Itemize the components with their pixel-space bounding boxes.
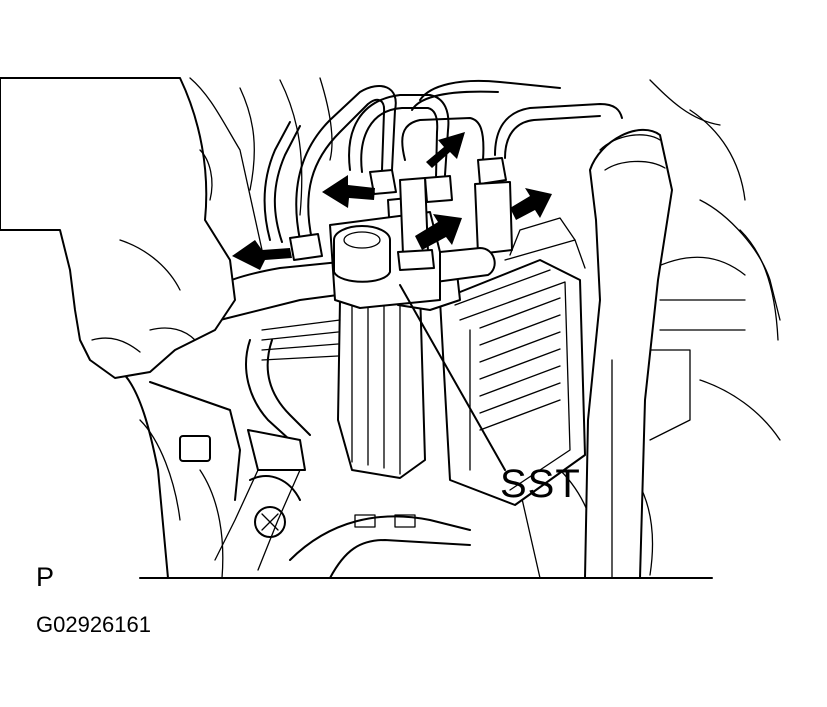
abs-actuator-block [439, 217, 586, 506]
wire-harness [214, 319, 341, 571]
brake-lines [263, 79, 623, 243]
sst-leader-line [399, 284, 506, 471]
view-code-label: P [36, 562, 55, 592]
transmission-housing [121, 371, 471, 579]
technician-hand [0, 77, 236, 379]
figure-id-label: G02926161 [36, 612, 151, 637]
arrow-icon [232, 132, 552, 270]
sst-callout-label: SST [500, 462, 581, 506]
engine-bay-background [189, 77, 781, 579]
radiator-hose [584, 129, 673, 579]
